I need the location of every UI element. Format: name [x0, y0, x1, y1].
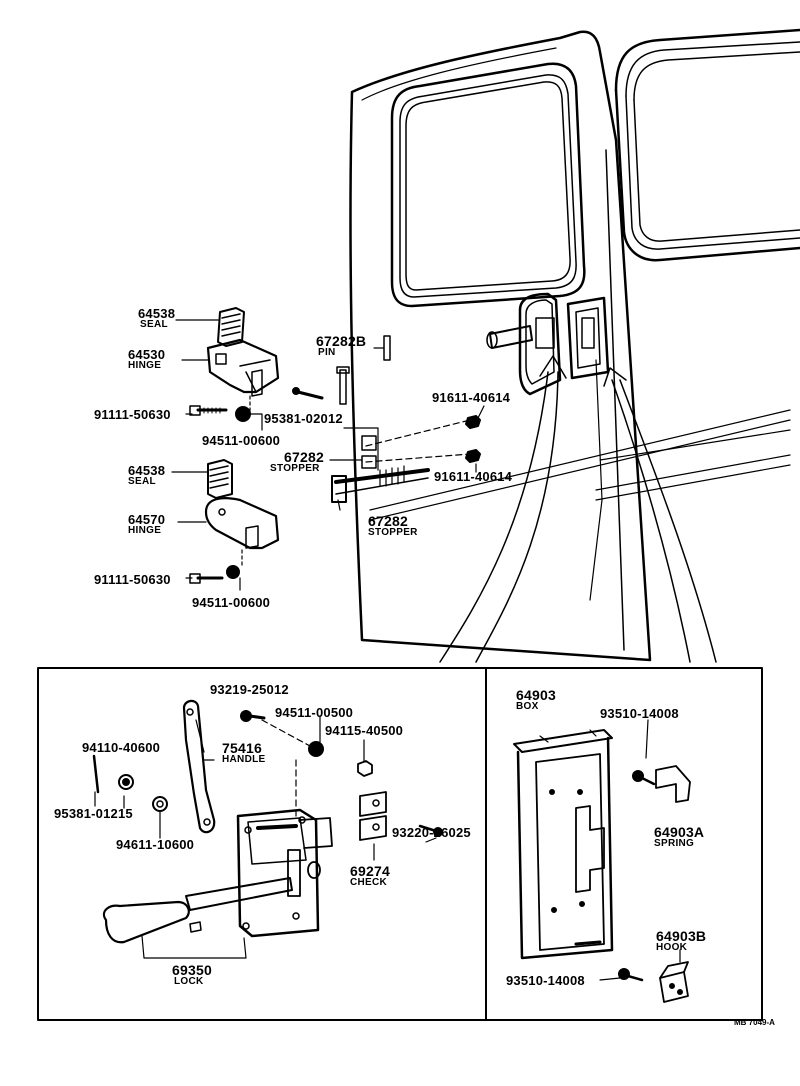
part-name: CHECK [350, 877, 388, 888]
label-64538-upper-seal: 64538 SEAL [138, 307, 175, 330]
part-number: 64530 [128, 347, 166, 362]
side-window [614, 28, 800, 262]
label-93219-25012: 93219-25012 [210, 682, 289, 697]
label-64538-lower-seal: 64538 SEAL [128, 464, 165, 487]
label-64570-hinge: 64570 HINGE [128, 513, 165, 536]
label-91611-40614-upper: 91611-40614 [432, 390, 511, 405]
part-name: SEAL [140, 319, 168, 330]
label-93220-26025: 93220-26025 [392, 825, 471, 840]
part-name: BOX [516, 701, 539, 712]
frame-box-detail [485, 667, 763, 1021]
door-panel [349, 30, 791, 662]
part-number: 64570 [128, 512, 166, 527]
leader-lines [171, 319, 681, 981]
label-69350-lock: 69350 LOCK [172, 963, 212, 987]
part-name: LOCK [174, 976, 204, 987]
part-name: STOPPER [270, 463, 320, 474]
frame-lock-detail [37, 667, 487, 1021]
label-64903a-spring: 64903A SPRING [654, 825, 704, 849]
part-name: HINGE [128, 525, 162, 536]
pointer-arrows [439, 355, 717, 663]
part-number: 64903 [516, 687, 556, 703]
label-93510-14008-upper: 93510-14008 [600, 706, 679, 721]
label-91111-50630-upper: 91111-50630 [94, 407, 171, 422]
part-name: PIN [318, 347, 336, 358]
part-number: 64903B [656, 928, 707, 944]
part-number: 67282 [284, 449, 324, 465]
door-window [390, 62, 586, 308]
label-75416-handle: 75416 HANDLE [222, 741, 265, 765]
part-number: 67282B [316, 333, 367, 349]
part-number: 64903A [654, 824, 705, 840]
label-67282-stopper-lower: 67282 STOPPER [368, 514, 418, 538]
part-name: SEAL [128, 476, 156, 487]
lock-detail-parts [92, 699, 443, 959]
label-69274-check: 69274 CHECK [350, 864, 390, 888]
label-94511-00600-lower: 94511-00600 [192, 595, 271, 610]
part-name: STOPPER [368, 527, 418, 538]
label-94511-00500: 94511-00500 [275, 705, 354, 720]
figure-reference: MB 7049-A [734, 1018, 775, 1027]
part-name: HANDLE [222, 754, 266, 765]
part-number: 75416 [222, 740, 262, 756]
part-number: 64538 [128, 463, 166, 478]
label-91611-40614-lower: 91611-40614 [434, 469, 513, 484]
label-91111-50630-lower: 91111-50630 [94, 572, 171, 587]
label-94511-00600-upper: 94511-00600 [202, 433, 281, 448]
part-number: 67282 [368, 513, 408, 529]
part-number: 69350 [172, 962, 212, 978]
hinge-upper [189, 307, 324, 422]
label-94611-10600: 94611-10600 [116, 837, 195, 852]
label-64903-box: 64903 BOX [516, 688, 556, 712]
label-64903b-hook: 64903B HOOK [656, 929, 706, 953]
box-detail-parts [513, 719, 691, 1003]
label-93510-14008-lower: 93510-14008 [506, 973, 585, 988]
part-number: 64538 [138, 306, 176, 321]
label-94110-40600: 94110-40600 [82, 740, 161, 755]
label-95381-02012: 95381-02012 [264, 411, 343, 426]
part-number: 69274 [350, 863, 390, 879]
hinge-lower [189, 459, 280, 584]
label-67282-stopper-upper: 67282 STOPPER [270, 450, 324, 474]
label-95381-01215: 95381-01215 [54, 806, 133, 821]
label-64530-hinge: 64530 HINGE [128, 348, 165, 371]
part-name: SPRING [654, 838, 695, 849]
label-94115-40500: 94115-40500 [325, 723, 404, 738]
part-name: HINGE [128, 360, 162, 371]
part-name: HOOK [656, 942, 688, 953]
door-lock-installed [486, 292, 610, 396]
label-67282b-pin: 67282B PIN [316, 334, 366, 358]
